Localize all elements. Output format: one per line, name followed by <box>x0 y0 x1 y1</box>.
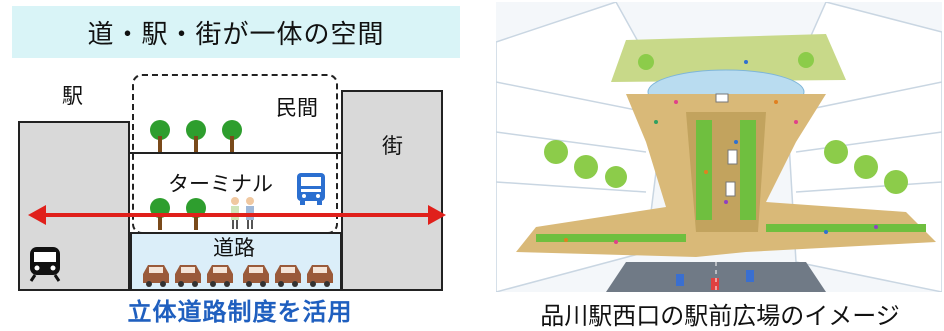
diagram-title: 道・駅・街が一体の空間 <box>12 6 460 58</box>
car-icon <box>243 265 269 287</box>
tree-icon <box>186 120 206 152</box>
car-icon <box>143 265 169 287</box>
trees <box>544 52 908 194</box>
tree-row-top <box>150 120 242 152</box>
station-plaza-illustration <box>496 2 942 292</box>
car-icon <box>175 265 201 287</box>
roof-garden <box>611 34 846 82</box>
station-label: 駅 <box>62 84 83 108</box>
car-icon <box>307 265 333 287</box>
road-below <box>606 262 826 292</box>
town-label: 街 <box>382 134 403 158</box>
bus-icon <box>297 173 325 205</box>
car-icon <box>275 265 301 287</box>
buses <box>715 93 738 197</box>
private-label: 民間 <box>276 96 318 120</box>
train-icon <box>29 247 61 282</box>
terminal-label: ターミナル <box>168 172 273 196</box>
tree-icon <box>150 120 170 152</box>
car-icon <box>207 265 233 287</box>
connection-arrow <box>28 205 446 225</box>
car-row <box>143 265 333 287</box>
terminal-roof-line <box>130 152 342 154</box>
town-block <box>341 90 443 291</box>
road-label: 道路 <box>213 236 255 260</box>
illustration-caption: 品川駅西口の駅前広場のイメージ <box>540 302 900 330</box>
tree-icon <box>222 120 242 152</box>
diagram-caption: 立体道路制度を活用 <box>127 298 353 326</box>
crowd <box>564 60 878 244</box>
